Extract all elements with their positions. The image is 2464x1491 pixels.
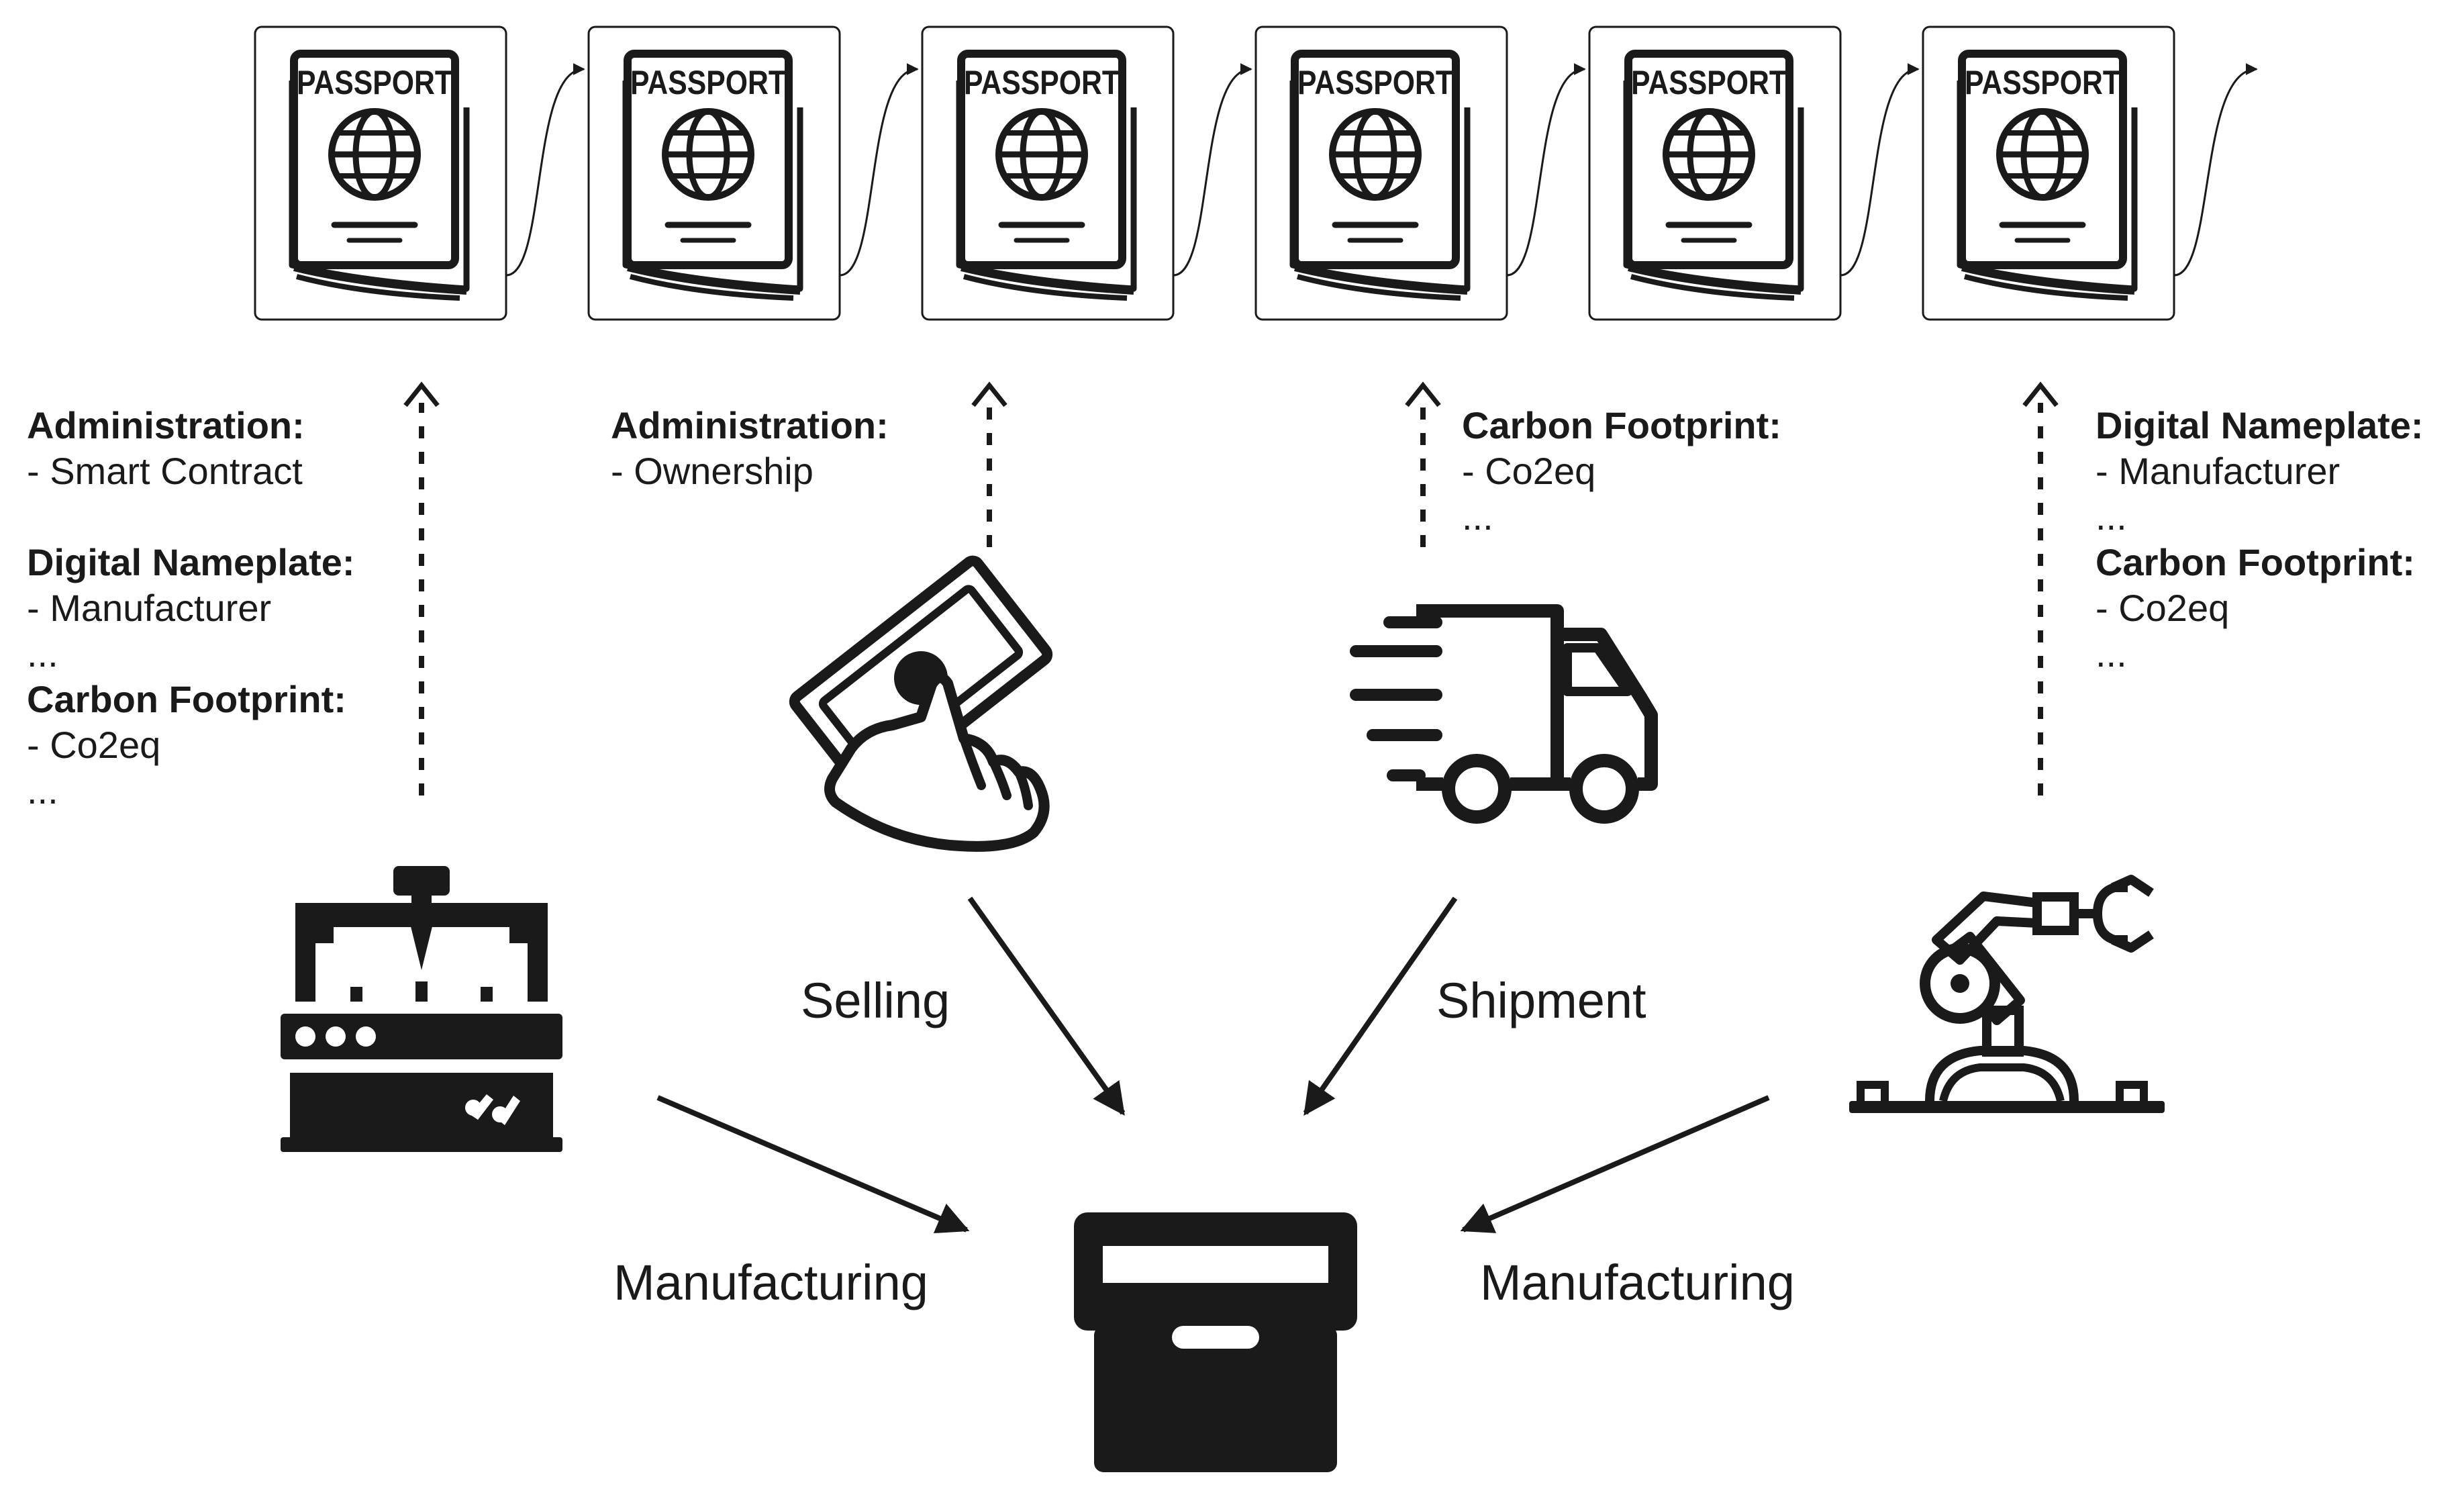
shipment-label: Shipment <box>1436 973 1646 1028</box>
info-heading: Carbon Footprint: <box>27 678 346 720</box>
money-hand-icon <box>789 555 1053 852</box>
passport-label: PASSPORT <box>1297 64 1453 101</box>
selling-label: Selling <box>801 973 950 1028</box>
manufacturing-right-label: Manufacturing <box>1480 1255 1795 1310</box>
passport-card: PASSPORT <box>255 27 506 320</box>
passport-label: PASSPORT <box>630 64 786 101</box>
cnc-machine-icon <box>281 866 562 1152</box>
info-block-2: Administration: - Ownership <box>611 403 889 494</box>
selling-arrow <box>967 896 1126 1116</box>
passport-label: PASSPORT <box>297 64 452 101</box>
info-item: - Co2eq <box>2096 587 2230 629</box>
info-item: - Ownership <box>611 450 814 492</box>
info-item: - Manufacturer <box>27 587 272 629</box>
dotted-arrow-1 <box>403 381 440 796</box>
chain-connector-arrow <box>505 63 585 277</box>
passport-chain: PASSPORT PASSPORT PASSPORT PASSPORT PASS… <box>255 27 2258 320</box>
archive-box-icon <box>1074 1212 1357 1472</box>
passport-label: PASSPORT <box>964 64 1120 101</box>
info-item: - Co2eq <box>1462 450 1596 492</box>
info-item: ... <box>2096 495 2127 538</box>
info-item: ... <box>27 769 58 812</box>
info-block-4: Digital Nameplate: - Manufacturer ... Ca… <box>2096 403 2424 677</box>
info-item: ... <box>1462 495 1493 538</box>
info-item: ... <box>27 632 58 675</box>
passport-card: PASSPORT <box>589 27 840 320</box>
dotted-arrow-4 <box>2022 381 2059 796</box>
info-item: - Manufacturer <box>2096 450 2340 492</box>
dotted-upload-arrows <box>403 381 2059 796</box>
info-heading: Administration: <box>27 404 305 446</box>
chain-connector-arrow <box>1506 63 1586 277</box>
info-block-1: Administration: - Smart Contract Digital… <box>27 403 355 814</box>
manufacturing-right-arrow <box>1460 1095 1770 1233</box>
delivery-truck-icon <box>1350 604 1658 824</box>
passport-card: PASSPORT <box>1256 27 1507 320</box>
info-heading: Carbon Footprint: <box>2096 541 2415 583</box>
passport-label: PASSPORT <box>1631 64 1787 101</box>
info-item: - Smart Contract <box>27 450 303 492</box>
info-heading: Digital Nameplate: <box>2096 404 2424 446</box>
chain-connector-arrow <box>1840 63 1920 277</box>
passport-card: PASSPORT <box>1923 27 2174 320</box>
shipment-arrow <box>1303 896 1458 1116</box>
dotted-arrow-2 <box>971 381 1007 547</box>
info-item: ... <box>2096 632 2127 675</box>
manufacturing-left-arrow <box>656 1095 970 1234</box>
info-block-3: Carbon Footprint: - Co2eq ... <box>1462 403 1781 540</box>
process-arrows <box>656 896 1770 1234</box>
chain-connector-arrow <box>2173 63 2258 277</box>
robot-arm-icon <box>1849 875 2165 1113</box>
passport-card: PASSPORT <box>922 27 1173 320</box>
info-heading: Digital Nameplate: <box>27 541 355 583</box>
passport-card: PASSPORT <box>1589 27 1840 320</box>
info-item: - Co2eq <box>27 724 161 766</box>
dotted-arrow-3 <box>1405 381 1441 547</box>
info-heading: Carbon Footprint: <box>1462 404 1781 446</box>
passport-label: PASSPORT <box>1965 64 2120 101</box>
manufacturing-left-label: Manufacturing <box>613 1255 928 1310</box>
chain-connector-arrow <box>1173 63 1252 277</box>
info-heading: Administration: <box>611 404 889 446</box>
chain-connector-arrow <box>839 63 919 277</box>
